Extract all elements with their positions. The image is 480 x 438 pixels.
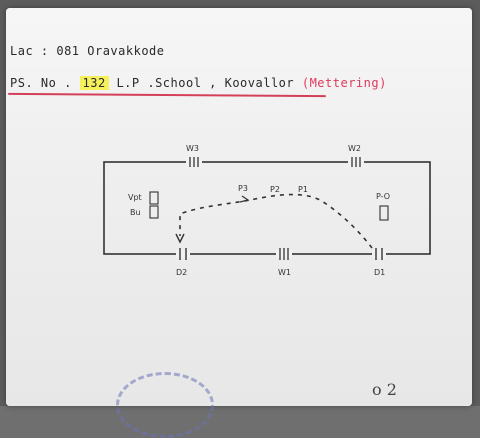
lac-line: Lac : 081 Oravakkode	[10, 44, 165, 58]
window-w3: W3	[186, 144, 202, 167]
door-d2: D2	[176, 248, 190, 277]
label-po: P-O	[376, 192, 390, 201]
room-diagram: W3 W2 D2 W1 D1 Vpt Bu P-O	[103, 144, 431, 277]
ps-label: PS. No .	[10, 76, 72, 90]
note-text: (Mettering)	[301, 76, 387, 90]
label-w1: W1	[278, 268, 291, 277]
official-stamp	[116, 372, 214, 438]
window-w2: W2	[348, 144, 364, 167]
label-w2: W2	[348, 144, 361, 153]
label-vpt: Vpt	[128, 193, 142, 202]
label-p2: P2	[270, 185, 280, 194]
window-w1: W1	[276, 248, 292, 277]
label-w3: W3	[186, 144, 199, 153]
voting-box-left: Vpt Bu	[128, 191, 159, 219]
label-d2: D2	[176, 268, 187, 277]
path-arrow-icon-2	[239, 195, 250, 203]
lac-text: Lac : 081 Oravakkode	[10, 44, 165, 58]
presiding-officer-box: P-O	[376, 192, 390, 221]
school-name: L.P .School , Koovallor	[116, 76, 295, 90]
door-d1: D1	[372, 248, 386, 277]
label-bu: Bu	[130, 208, 141, 217]
polling-station-line: PS. No . 132 L.P .School , Koovallor (Me…	[10, 76, 387, 90]
ps-number-highlight: 132	[79, 76, 109, 90]
voter-path	[179, 193, 373, 249]
corner-scribble: o 2	[372, 380, 397, 399]
label-d1: D1	[374, 268, 385, 277]
paper-sheet	[6, 8, 472, 406]
label-p3: P3	[238, 184, 248, 193]
room-outline	[103, 161, 431, 255]
label-p1: P1	[298, 185, 308, 194]
path-arrow-icon	[175, 233, 185, 244]
